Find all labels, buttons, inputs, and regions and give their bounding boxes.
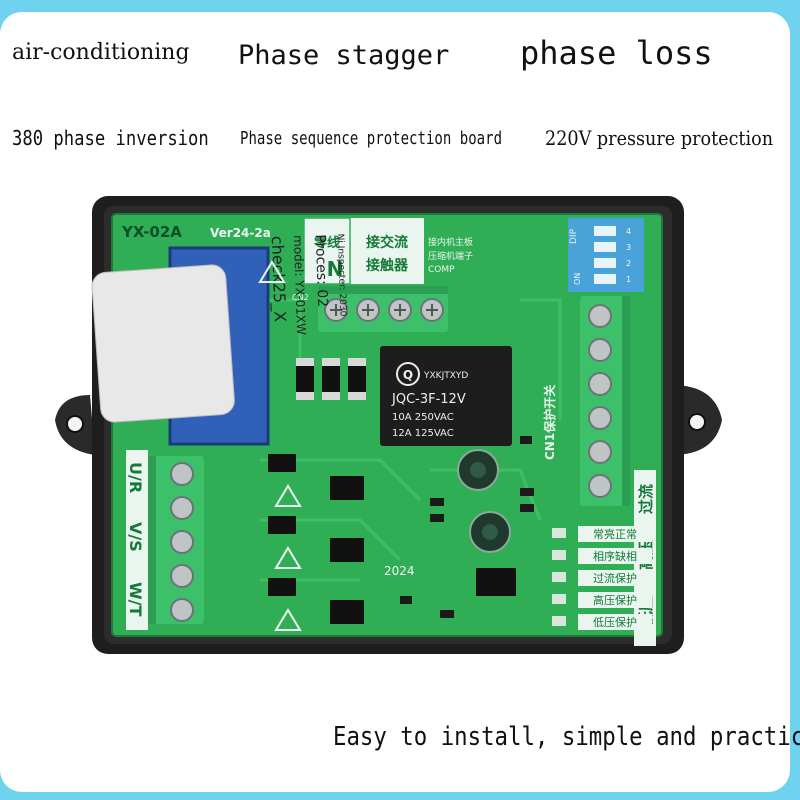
- relay: Q YXKJTXYD JQC-3F-12V 10A 250VAC 12A 125…: [380, 346, 512, 446]
- dip-label: DIP: [569, 228, 579, 244]
- capacitor-group: [457, 449, 511, 553]
- model-text: YX-02A: [121, 223, 182, 241]
- relay-rating-1: 10A 250VAC: [392, 412, 454, 423]
- terminal-block-top: [318, 286, 448, 332]
- sticker-line-3: Proces: 02: [312, 234, 331, 307]
- sticker-line-1: check25_X: [267, 236, 290, 323]
- caption-phase-stagger: Phase stagger: [238, 40, 450, 71]
- main-ic: [476, 568, 516, 596]
- led-group: [552, 528, 566, 626]
- year-mark: 2024: [384, 564, 415, 578]
- dip-num-4: 4: [626, 227, 631, 236]
- relay-model: JQC-3F-12V: [391, 392, 466, 407]
- led-label-list: 常亮正常 相序缺相 过流保护 高压保护 低压保护: [578, 526, 652, 630]
- mounting-ear-right: [672, 385, 722, 455]
- dip-switch: [568, 218, 644, 292]
- neutral-letter: N: [327, 257, 344, 281]
- cn1-label: CN1保护开关: [542, 385, 557, 460]
- comp-label: COMP: [428, 265, 455, 275]
- silkscreen-box: [304, 218, 424, 284]
- led-label-phase: 相序缺相: [593, 549, 637, 563]
- terminal-block-right: [580, 296, 630, 506]
- contactor-label-2: 接触器: [366, 257, 409, 274]
- led-label-overcurrent: 过流保护: [593, 571, 637, 585]
- mounting-ear-left: [55, 395, 95, 455]
- relay-rating-2: 12A 125VAC: [392, 428, 454, 439]
- terminal-label-overcurrent: 过流: [637, 484, 655, 514]
- svg-text:Q: Q: [403, 368, 413, 382]
- relay-brand: YXKJTXYD: [423, 371, 468, 381]
- dip-on-label: ON: [573, 273, 582, 285]
- caption-phase-loss: phase loss: [520, 34, 713, 72]
- neutral-label: 零线: [313, 235, 340, 251]
- smd-components: [400, 436, 534, 618]
- sticker-line-2: model: YX-01XW: [291, 235, 308, 335]
- caption-air-conditioning: air-conditioning: [12, 40, 190, 65]
- terminal-label-ur: U/R: [126, 462, 145, 493]
- contactor-label-1: 接交流: [366, 234, 408, 251]
- dip-num-1: 1: [626, 275, 631, 284]
- version-text: Ver24-2a: [210, 226, 271, 240]
- sticker: [91, 264, 235, 423]
- caption-pressure-protection: 220V pressure protection: [545, 126, 774, 150]
- caption-phase-inversion: 380 phase inversion: [12, 126, 209, 150]
- cn2-label: CN2: [292, 293, 309, 302]
- main-board-label-2: 压缩机端子: [428, 250, 473, 262]
- caption-protection-board: Phase sequence protection board: [240, 128, 503, 149]
- dip-num-3: 3: [626, 243, 631, 252]
- main-board-label-1: 接内机主板: [428, 236, 473, 248]
- led-label-normal: 常亮正常: [593, 527, 637, 541]
- terminal-label-wt: W/T: [126, 582, 145, 616]
- terminal-block-left: [148, 456, 204, 624]
- led-label-high-pressure: 高压保护: [593, 593, 637, 607]
- dip-num-2: 2: [626, 259, 631, 268]
- warning-icons: [258, 260, 302, 631]
- resistor-group: [296, 358, 366, 400]
- optocoupler-group: [268, 454, 364, 624]
- led-label-low-pressure: 低压保护: [593, 615, 637, 629]
- caption-easy-install: Easy to install, simple and practical: [333, 722, 800, 752]
- terminal-label-vs: V/S: [126, 522, 145, 552]
- sticker-line-4: Ni Inspecter: 2030: [335, 233, 348, 316]
